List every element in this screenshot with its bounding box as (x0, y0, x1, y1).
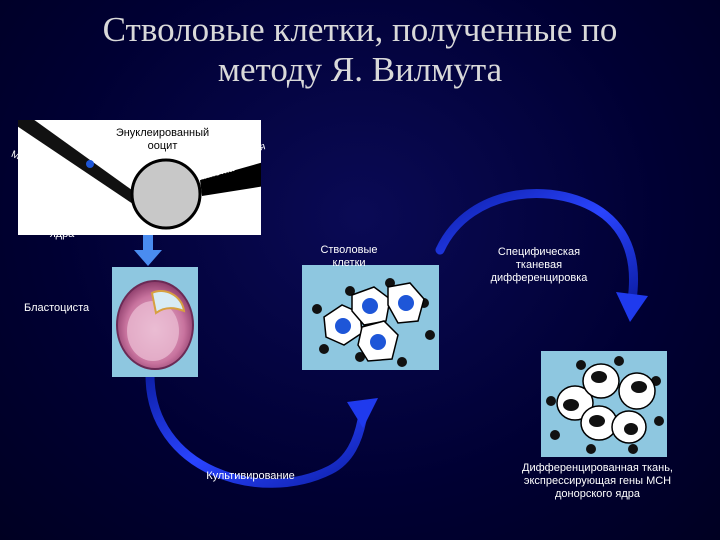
tissue-dot (546, 396, 556, 406)
nucleus-transfer-label: Перенос донорского ядра (33, 202, 91, 240)
cell-dot (319, 344, 329, 354)
slide-title: Стволовые клетки, полученные по методу Я… (0, 10, 720, 90)
stem-cell-nucleus (398, 295, 414, 311)
donor-nucleus (86, 160, 94, 168)
title-line-2: методу Я. Вилмута (217, 50, 503, 89)
enucleated-oocyte-label: Энуклеированный ооцит (115, 127, 210, 152)
tissue-nucleus (631, 381, 647, 393)
stem-cell-nucleus (370, 334, 386, 350)
oocyte-illustration (18, 120, 261, 230)
blastocoel (127, 301, 179, 361)
stem-cell-nucleus (362, 298, 378, 314)
inner-cell-mass (150, 290, 186, 315)
tissue-dot (550, 430, 560, 440)
differentiation-arrowhead (616, 292, 648, 322)
differentiation-arrow (435, 188, 639, 305)
tissue-nucleus (591, 371, 607, 383)
differentiated-tissue-label: Дифференцированная ткань, экспрессирующа… (522, 462, 673, 500)
tissue-dot (654, 416, 664, 426)
differentiated-tissue-illustration (546, 356, 664, 454)
tissue-nucleus (563, 399, 579, 411)
tissue-nucleus (589, 415, 605, 427)
transfer-arrow-shaft (143, 232, 153, 250)
stem-cells-panel (302, 265, 439, 370)
title-line-1: Стволовые клетки, полученные по (102, 10, 618, 49)
tissue-dot (586, 444, 596, 454)
blastocyst-illustration (116, 280, 194, 370)
oocyte-shape (130, 158, 202, 230)
cultivation-label: Культивирование (206, 470, 295, 482)
oocyte-panel (18, 120, 261, 235)
blastocyst-panel (112, 267, 198, 377)
differentiated-tissue-panel (541, 351, 667, 457)
tissue-dot (576, 360, 586, 370)
tissue-dot (614, 356, 624, 366)
stem-cells-label: Стволовые клетки (320, 244, 378, 269)
tissue-dot (628, 444, 638, 454)
transfer-arrowhead (134, 250, 162, 266)
cultivation-arrowhead (347, 398, 378, 428)
cell-dot (397, 357, 407, 367)
cell-dot (312, 304, 322, 314)
blastocyst-label: Бластоциста (24, 302, 90, 314)
cell-dot (345, 286, 355, 296)
specific-differentiation-label: Специфическая тканевая дифференцировка (490, 246, 588, 284)
stem-cells-illustration (312, 278, 435, 367)
stem-cell-nucleus (335, 318, 351, 334)
micropipette-shape (18, 120, 143, 206)
holding-pipette-shape (200, 162, 261, 196)
cell-dot (425, 330, 435, 340)
cultivation-arrow (145, 370, 367, 488)
cell-dot (355, 352, 365, 362)
tissue-nucleus (624, 423, 638, 435)
